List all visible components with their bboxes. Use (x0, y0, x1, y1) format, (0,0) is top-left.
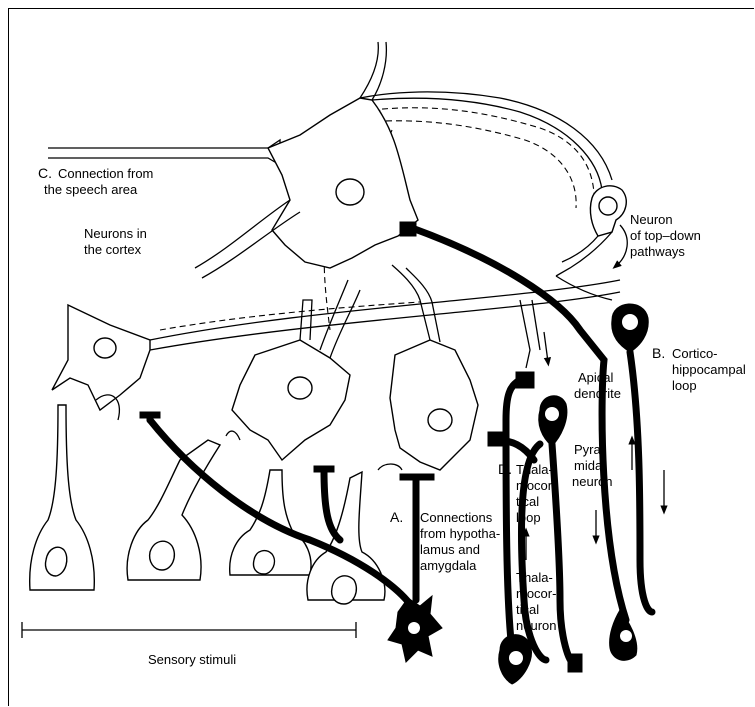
svg-text:tical: tical (516, 602, 539, 617)
svg-text:the cortex: the cortex (84, 242, 142, 257)
sensory-neuron-4 (307, 472, 385, 604)
left-cortical-neuron (52, 305, 150, 410)
label-connections-hypothalamus-amygdala: A. Connections from hypotha- lamus and a… (390, 509, 500, 573)
svg-text:Pyra-: Pyra- (574, 442, 605, 457)
svg-text:Sensory stimuli: Sensory stimuli (148, 652, 236, 667)
svg-text:neuron: neuron (516, 618, 556, 633)
svg-text:amygdala: amygdala (420, 558, 477, 573)
svg-text:pathways: pathways (630, 244, 685, 259)
svg-text:loop: loop (516, 510, 541, 525)
label-neurons-in-cortex: Neurons in the cortex (84, 226, 147, 257)
sensory-neuron-1 (30, 405, 95, 590)
svg-text:from hypotha-: from hypotha- (420, 526, 500, 541)
svg-text:dendrite: dendrite (574, 386, 621, 401)
label-sensory-stimuli: Sensory stimuli (148, 652, 236, 667)
svg-text:Cortico-: Cortico- (672, 346, 718, 361)
svg-text:Thala-: Thala- (516, 462, 553, 477)
svg-text:of top–down: of top–down (630, 228, 701, 243)
svg-text:D.: D. (498, 461, 512, 477)
middle-left-cortical-neuron (232, 280, 360, 460)
svg-text:Connection from: Connection from (58, 166, 153, 181)
sensory-neuron-2 (127, 440, 220, 580)
svg-text:hippocampal: hippocampal (672, 362, 746, 377)
svg-text:neuron: neuron (572, 474, 612, 489)
svg-text:Neurons in: Neurons in (84, 226, 147, 241)
label-top-down-neuron: Neuron of top–down pathways (630, 212, 701, 259)
svg-text:tical: tical (516, 494, 539, 509)
svg-text:B.: B. (652, 345, 665, 361)
label-apical-dendrite: Apical dendrite (574, 370, 621, 401)
middle-right-cortical-neuron (390, 265, 478, 470)
svg-text:midal: midal (574, 458, 605, 473)
svg-text:Neuron: Neuron (630, 212, 673, 227)
label-cortico-hippocampal-loop: B. Cortico- hippocampal loop (652, 345, 746, 393)
svg-text:A.: A. (390, 509, 403, 525)
label-connection-from-speech-area: C. Connection from the speech area (38, 165, 153, 197)
speech-area-axon (48, 140, 280, 165)
svg-text:mocor-: mocor- (516, 586, 556, 601)
top-cortical-neuron (195, 98, 418, 278)
sensory-stimuli-bracket (22, 622, 356, 638)
svg-text:Thala-: Thala- (516, 570, 553, 585)
svg-text:the speech area: the speech area (44, 182, 138, 197)
association-fibers (150, 280, 620, 350)
svg-text:lamus and: lamus and (420, 542, 480, 557)
top-down-neuron (556, 186, 627, 300)
label-thalamocortical-neuron: Thala- mocor- tical neuron (516, 570, 556, 633)
svg-text:mocor-: mocor- (516, 478, 556, 493)
svg-text:C.: C. (38, 165, 52, 181)
svg-text:Apical: Apical (578, 370, 614, 385)
svg-text:loop: loop (672, 378, 697, 393)
svg-text:Connections: Connections (420, 510, 493, 525)
